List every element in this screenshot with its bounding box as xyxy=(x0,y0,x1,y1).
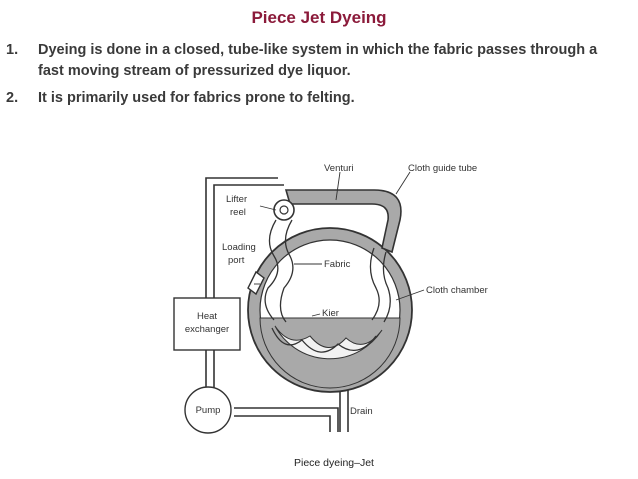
jet-dyeing-diagram: Heat exchanger Pump Venturi C xyxy=(173,163,488,469)
lifter-label: Lifter xyxy=(226,194,247,205)
port-label: port xyxy=(228,255,245,266)
list-item-number: 2. xyxy=(6,90,19,106)
diagram-caption: Piece dyeing–Jet xyxy=(294,457,374,469)
heat-exchanger-box xyxy=(173,297,241,351)
reel-label: reel xyxy=(230,207,246,218)
list-item: 2. It is primarily used for fabrics pron… xyxy=(6,88,626,109)
cloth-guide-tube xyxy=(284,189,402,254)
pump-circle xyxy=(184,386,232,434)
venturi-label: Venturi xyxy=(324,163,354,174)
heat-label: Heat xyxy=(197,311,217,322)
list-item: 1. Dyeing is done in a closed, tube-like… xyxy=(6,40,626,82)
list-item-number: 1. xyxy=(6,42,19,58)
slide-title: Piece Jet Dyeing xyxy=(251,8,387,27)
exchanger-label: exchanger xyxy=(185,324,229,335)
pump-label: Pump xyxy=(196,405,221,416)
leader-lines xyxy=(254,171,425,317)
loading-label: Loading xyxy=(222,242,256,253)
kier-vessel xyxy=(247,227,413,393)
list-item-text: It is primarily used for fabrics prone t… xyxy=(38,90,355,106)
drain-label: Drain xyxy=(350,406,373,417)
bullet-list: 1. Dyeing is done in a closed, tube-like… xyxy=(6,40,626,115)
kier-label: Kier xyxy=(322,308,339,319)
fabric-path xyxy=(264,219,391,353)
fabric-label: Fabric xyxy=(324,259,351,270)
circulation-pipe xyxy=(205,177,339,432)
drain-pipe xyxy=(339,388,349,432)
list-item-text: Dyeing is done in a closed, tube-like sy… xyxy=(38,42,598,79)
cloth-chamber-label: Cloth chamber xyxy=(426,285,488,296)
loading-port xyxy=(247,270,265,296)
cloth-guide-tube-label: Cloth guide tube xyxy=(408,163,477,174)
